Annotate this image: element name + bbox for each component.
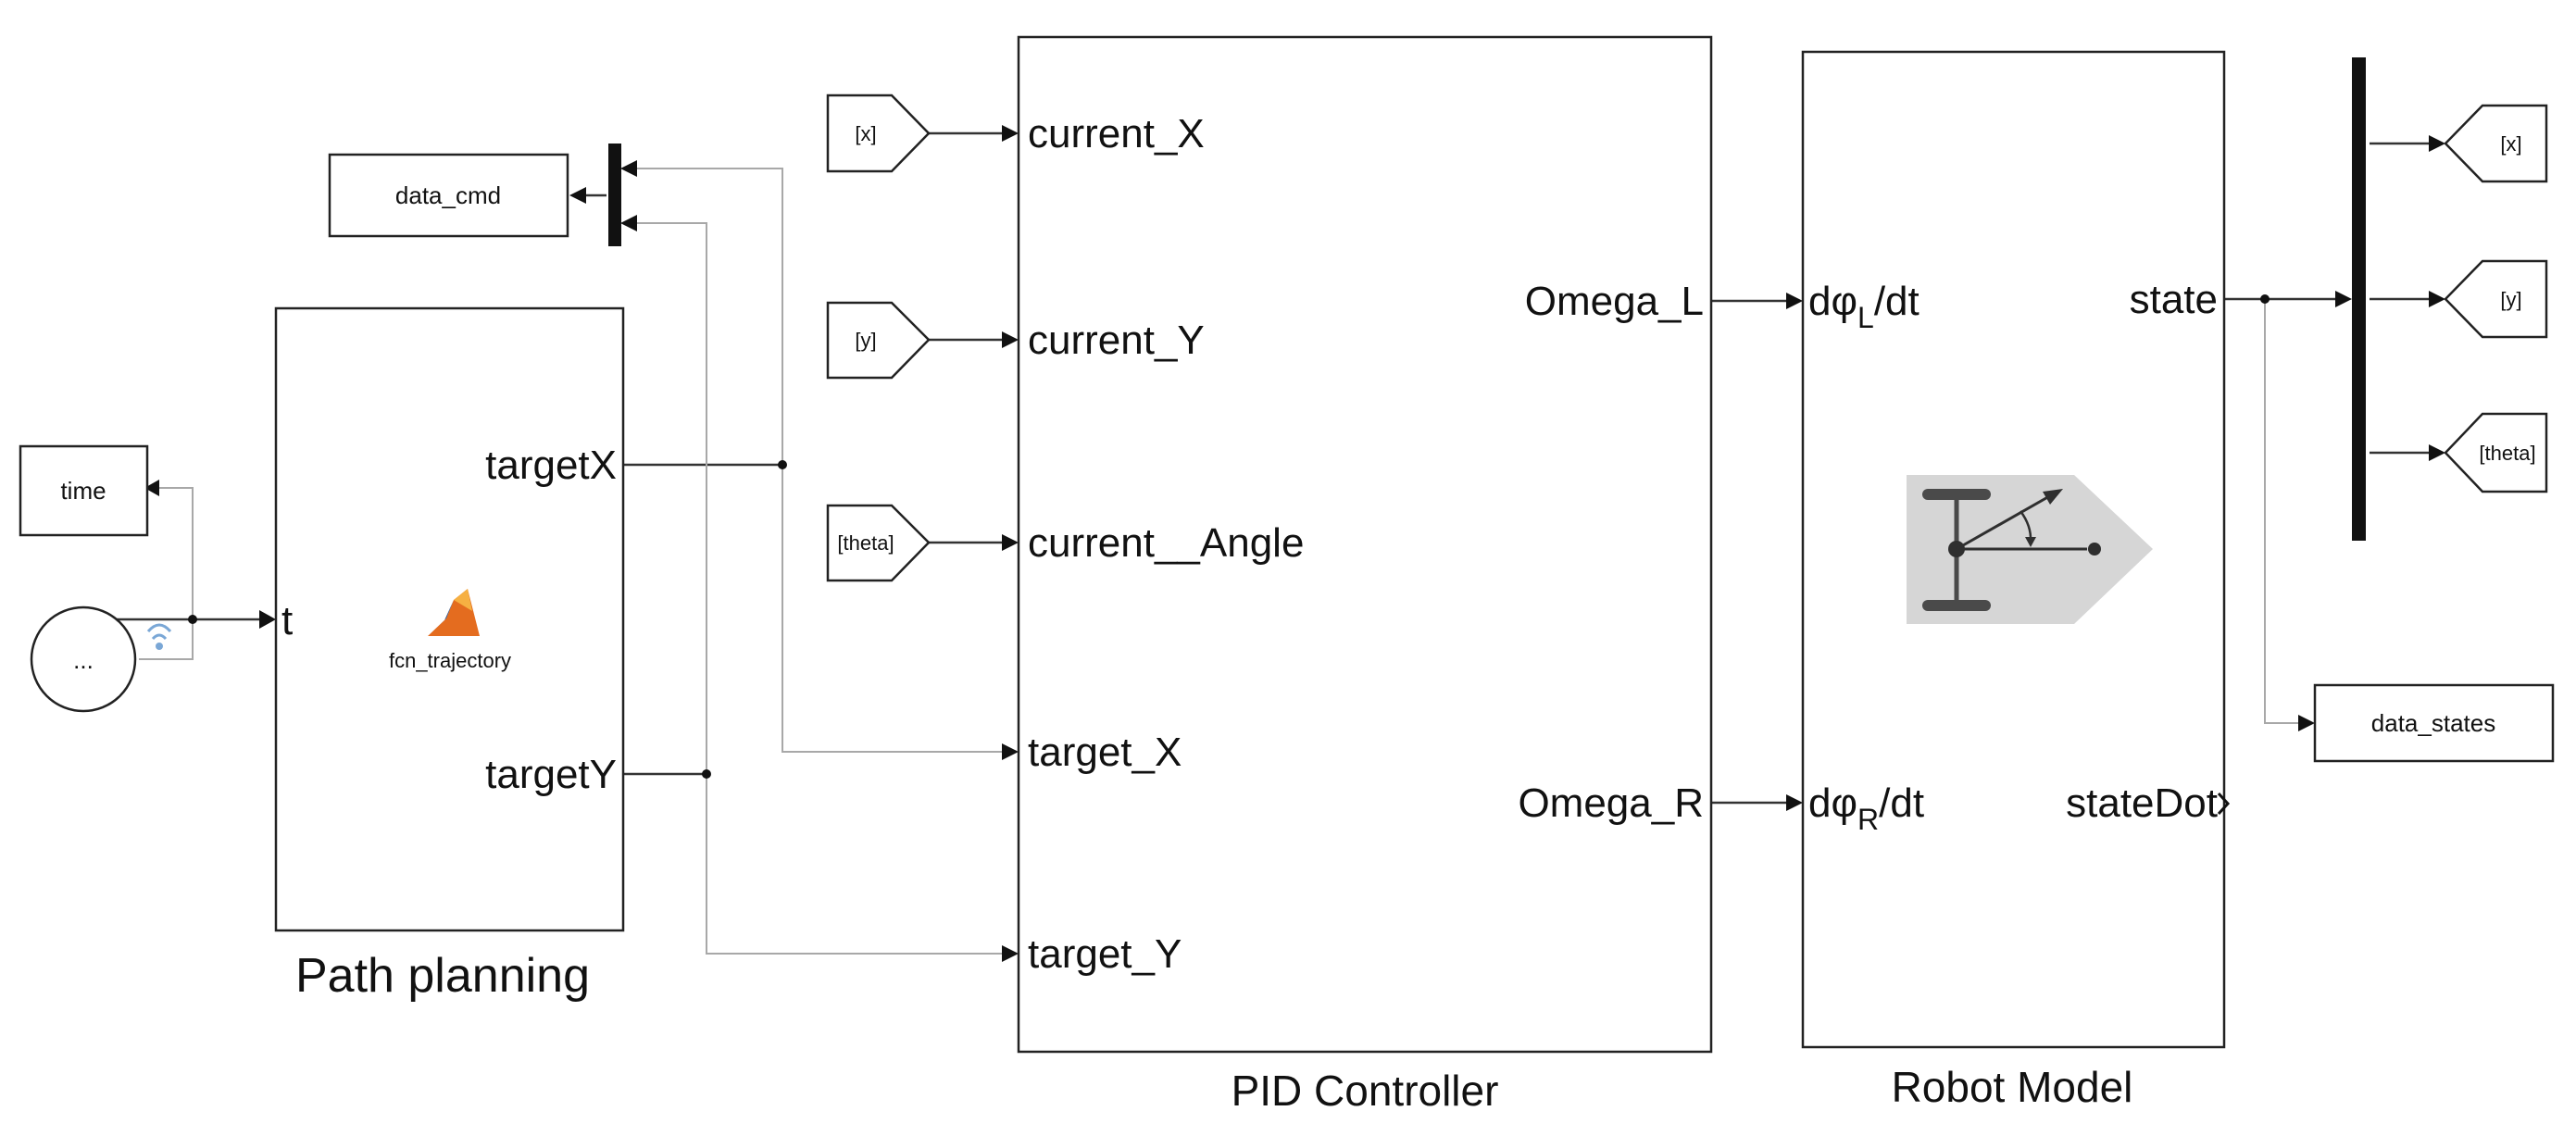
port-dphi-r: dφR/dt xyxy=(1808,780,1924,836)
function-name: fcn_trajectory xyxy=(389,649,511,672)
matlab-logo-icon xyxy=(428,589,480,636)
port-current-x: current_X xyxy=(1028,111,1205,156)
port-current-angle: current__Angle xyxy=(1028,520,1304,566)
wire-targetX-to-pid[interactable] xyxy=(782,465,1005,753)
path-planning-block[interactable]: t targetX targetY fcn_trajectory xyxy=(274,306,625,932)
mux-bar[interactable] xyxy=(608,144,621,246)
from-tag-y[interactable]: [y] xyxy=(826,301,931,380)
arrowheads xyxy=(144,125,2445,962)
goto-tag-theta[interactable]: [theta] xyxy=(2444,412,2548,493)
wire-targetX-to-mux[interactable] xyxy=(634,168,783,465)
port-targetX: targetX xyxy=(485,443,617,488)
time-block[interactable]: time xyxy=(19,444,149,537)
svg-text:[x]: [x] xyxy=(2500,132,2521,156)
port-current-y: current_Y xyxy=(1028,318,1205,363)
wireless-icon xyxy=(146,623,172,650)
goto-tag-x[interactable]: [x] xyxy=(2444,104,2548,183)
signal-wires xyxy=(104,131,2433,955)
data-cmd-label: data_cmd xyxy=(395,181,501,209)
port-omega-l: Omega_L xyxy=(1525,279,1704,324)
clock-block[interactable]: ... xyxy=(30,605,137,713)
demux-bar[interactable] xyxy=(2352,57,2366,541)
port-targetY: targetY xyxy=(485,752,617,797)
clock-label: ... xyxy=(73,646,94,674)
port-state: state xyxy=(2130,277,2218,322)
pid-controller-title: PID Controller xyxy=(1232,1067,1499,1115)
svg-text:[y]: [y] xyxy=(2500,288,2521,311)
data-states-label: data_states xyxy=(2371,709,2495,737)
wire-clock-return xyxy=(139,619,194,660)
time-label: time xyxy=(60,477,106,505)
port-target-y: target_Y xyxy=(1028,931,1182,977)
robot-model-title: Robot Model xyxy=(1892,1063,2133,1111)
goto-tag-y[interactable]: [y] xyxy=(2444,259,2548,339)
svg-text:[theta]: [theta] xyxy=(837,531,894,555)
svg-text:[y]: [y] xyxy=(855,329,876,352)
port-omega-r: Omega_R xyxy=(1518,780,1704,826)
robot-model-block[interactable]: dφL/dt dφR/dt state stateDot xyxy=(1801,50,2231,1049)
port-target-x: target_X xyxy=(1028,730,1182,775)
port-dphi-l: dφL/dt xyxy=(1808,279,1919,334)
from-tag-x[interactable]: [x] xyxy=(826,94,931,173)
wire-targetY-to-mux[interactable] xyxy=(634,222,707,774)
port-state-dot: stateDot xyxy=(2066,780,2218,826)
wire-clock-to-time[interactable] xyxy=(157,487,194,619)
state-dot-port-chevron xyxy=(2217,792,2231,816)
data-states-block[interactable]: data_states xyxy=(2313,683,2555,763)
svg-text:[x]: [x] xyxy=(855,122,876,145)
path-planning-title: Path planning xyxy=(295,949,590,1003)
data-cmd-block[interactable]: data_cmd xyxy=(328,153,569,238)
wire-state-to-data-states[interactable] xyxy=(2264,299,2303,724)
svg-text:[theta]: [theta] xyxy=(2479,442,2535,465)
wire-targetY-to-pid[interactable] xyxy=(706,774,1005,955)
from-tag-theta[interactable]: [theta] xyxy=(826,504,931,582)
differential-drive-robot-icon xyxy=(1907,475,2153,624)
pid-controller-block[interactable]: current_X current_Y current__Angle targe… xyxy=(1017,35,1713,1054)
port-t: t xyxy=(281,598,293,643)
junction-dots xyxy=(188,294,2270,779)
